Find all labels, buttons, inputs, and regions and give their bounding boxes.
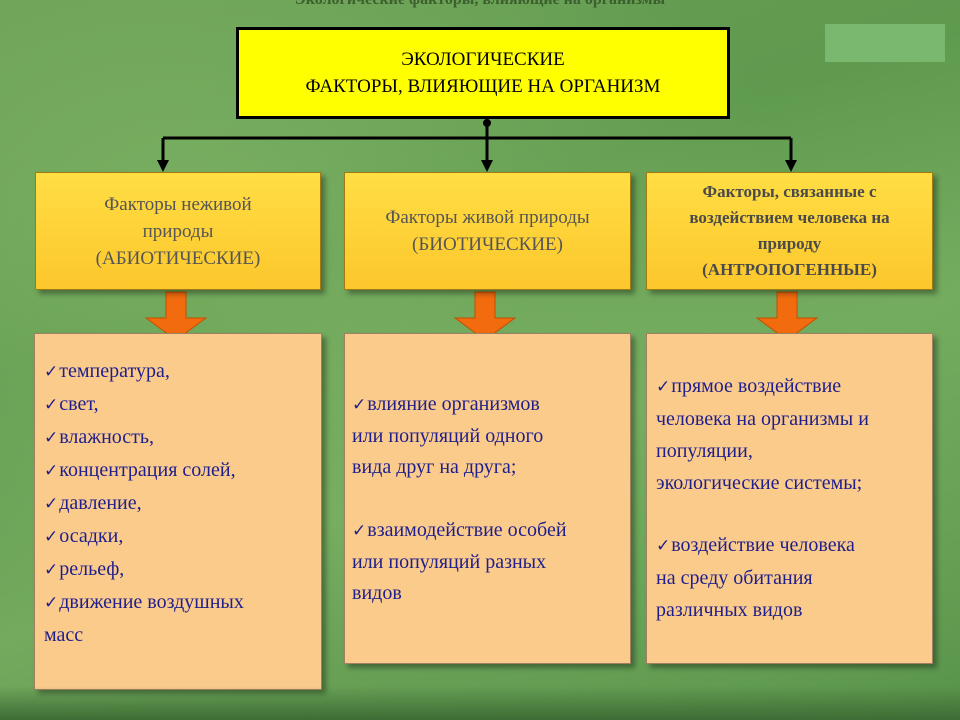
list-item: ✓рельеф, <box>44 558 125 580</box>
list-box-biotic <box>344 333 631 664</box>
list-item: ✓воздействие человека на среду обитания … <box>656 534 855 621</box>
list-item: ✓движение воздушных <box>44 591 244 613</box>
category-label-line: Факторы, связанные с <box>702 182 877 201</box>
list-item-continuation: масс <box>44 624 84 646</box>
check-icon: ✓ <box>44 395 59 415</box>
check-icon: ✓ <box>656 536 671 556</box>
list-item: ✓свет, <box>44 393 99 415</box>
biotic-list: ✓влияние организмов или популяций одного… <box>352 389 627 609</box>
bottom-band <box>0 686 960 720</box>
list-item: ✓влияние организмов или популяций одного… <box>352 393 544 478</box>
category-box-biotic: Факторы живой природы (БИОТИЧЕСКИЕ) <box>344 172 631 290</box>
anthropogenic-list: ✓прямое воздействие человека на организм… <box>656 370 928 626</box>
category-box-anthropogenic: Факторы, связанные с воздействием челове… <box>646 172 933 290</box>
decorative-rectangle <box>825 24 945 62</box>
category-label-line: (БИОТИЧЕСКИЕ) <box>412 234 563 255</box>
check-icon: ✓ <box>352 521 367 541</box>
check-icon: ✓ <box>352 395 367 415</box>
arrow-down-2 <box>453 291 517 341</box>
title-line-1: ЭКОЛОГИЧЕСКИЕ <box>401 49 565 70</box>
category-label-line: Факторы живой природы <box>385 207 590 228</box>
list-item: ✓осадки, <box>44 525 124 547</box>
check-icon: ✓ <box>44 362 59 382</box>
abiotic-list: ✓температура, ✓свет, ✓влажность, ✓концен… <box>44 355 314 651</box>
list-item: ✓влажность, <box>44 426 155 448</box>
list-item: ✓давление, <box>44 492 142 514</box>
category-label-line: природу <box>757 234 822 253</box>
arrow-down-3 <box>755 291 819 341</box>
category-label-line: воздействием человека на <box>689 208 890 227</box>
list-item: ✓прямое воздействие человека на организм… <box>656 375 869 494</box>
check-icon: ✓ <box>44 494 59 514</box>
title-box: ЭКОЛОГИЧЕСКИЕ ФАКТОРЫ, ВЛИЯЮЩИЕ НА ОРГАН… <box>236 27 730 119</box>
check-icon: ✓ <box>44 593 59 613</box>
check-icon: ✓ <box>656 377 671 397</box>
list-item: ✓температура, <box>44 360 170 382</box>
category-label-line: (АНТРОПОГЕННЫЕ) <box>702 260 877 279</box>
list-item: ✓концентрация солей, <box>44 459 236 481</box>
category-label-line: Факторы неживой <box>104 193 252 215</box>
check-icon: ✓ <box>44 527 59 547</box>
arrow-down-1 <box>144 291 208 341</box>
category-label-line: природы <box>142 220 214 242</box>
title-line-2: ФАКТОРЫ, ВЛИЯЮЩИЕ НА ОРГАНИЗМ <box>305 76 661 97</box>
header-text: Экологические факторы, влияющие на орган… <box>0 0 960 9</box>
check-icon: ✓ <box>44 560 59 580</box>
list-box-anthropogenic <box>646 333 933 664</box>
category-label-line: (АБИОТИЧЕСКИЕ) <box>95 247 261 269</box>
check-icon: ✓ <box>44 428 59 448</box>
list-item: ✓взаимодействие особей или популяций раз… <box>352 519 567 604</box>
category-box-abiotic: Факторы неживой природы (АБИОТИЧЕСКИЕ) <box>35 172 321 290</box>
check-icon: ✓ <box>44 461 59 481</box>
